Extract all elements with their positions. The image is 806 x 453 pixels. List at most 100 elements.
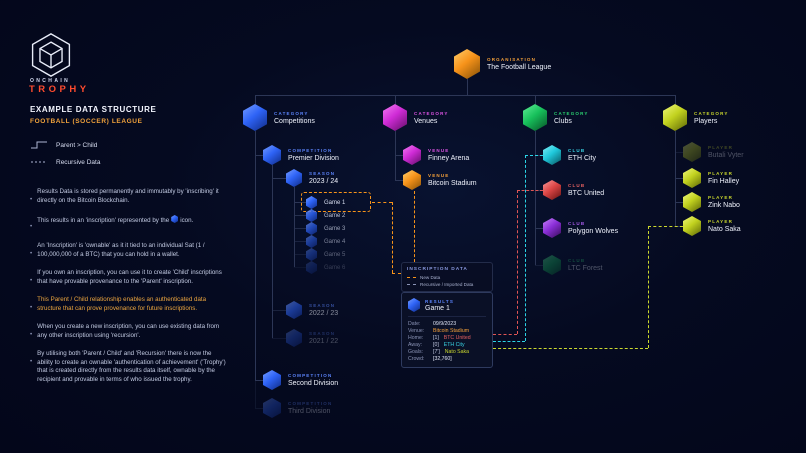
- bullet-text: An 'Inscription' is 'ownable' as it it t…: [37, 242, 205, 258]
- inscription-hexagon-icon: [306, 209, 317, 222]
- inscription-hexagon-icon: [243, 104, 267, 131]
- list-item: This results in an 'inscription' represe…: [30, 215, 228, 233]
- node-tag: CLUB: [568, 258, 586, 263]
- tree-line: [294, 254, 306, 255]
- recursive-line-goalscorer: [493, 348, 648, 349]
- node-tag: PLAYER: [708, 219, 734, 224]
- node-tag: SEASON: [309, 303, 336, 308]
- inscription-hexagon-icon: [683, 216, 701, 236]
- inscription-hexagon-icon: [383, 104, 407, 131]
- inscription-hexagon-icon: [306, 222, 317, 235]
- results-card-header: RESULTS Game 1: [408, 298, 486, 312]
- node-category-clubs: CATEGORY Clubs: [523, 104, 589, 131]
- node-tag: COMPETITION: [288, 373, 333, 378]
- tree-line: [675, 152, 683, 153]
- notes-list: Results Data is stored permanently and i…: [30, 188, 228, 384]
- tree-line: [255, 408, 263, 409]
- node-name: Bitcoin Stadium: [428, 180, 477, 187]
- node-second-division: COMPETITION Second Division: [263, 370, 338, 390]
- recursive-line-game1: [392, 202, 393, 273]
- node-tag: COMPETITION: [288, 401, 333, 406]
- recursive-line-venue: [414, 191, 415, 262]
- onchain-trophy-logo: [31, 33, 71, 77]
- node-game-3: Game 3: [306, 222, 345, 235]
- legend-label: Recursive / Imported Data: [420, 282, 474, 287]
- node-name: Zink Nabo: [708, 202, 740, 209]
- inscription-hexagon-icon: [683, 168, 701, 188]
- inscription-hexagon-icon: [286, 329, 302, 347]
- page-subtitle: FOOTBALL (SOCCER) LEAGUE: [30, 118, 143, 125]
- tree-line: [467, 79, 468, 95]
- inscription-hexagon-icon: [543, 218, 561, 238]
- node-season-2022-23: SEASON 2022 / 23: [286, 301, 338, 319]
- game1-highlight-box: [301, 192, 371, 212]
- inscription-hexagon-icon: [543, 145, 561, 165]
- result-row-home: Home: [1] BTC United: [408, 334, 486, 341]
- row-value: Bitcoin Stadium: [433, 327, 470, 334]
- bullet-dot: [30, 350, 32, 384]
- tree-line: [255, 95, 675, 96]
- inscription-hexagon-icon: [286, 301, 302, 319]
- inscription-hexagon-icon: [403, 170, 421, 190]
- legend-parent-child-label: Parent > Child: [56, 141, 98, 149]
- bullet-dot: [30, 269, 32, 287]
- inscription-hexagon-icon: [663, 104, 687, 131]
- bullet-text: If you own an inscription, you can use i…: [37, 269, 222, 285]
- tree-line: [255, 380, 263, 381]
- inscription-hexagon-icon: [263, 145, 281, 165]
- node-name: The Football League: [487, 64, 552, 71]
- results-card: RESULTS Game 1 Date: 09/9/2023 Venue: Bi…: [401, 292, 493, 368]
- tree-line: [255, 155, 263, 156]
- tree-line: [272, 165, 273, 338]
- tree-line: [535, 265, 543, 266]
- node-tag: CATEGORY: [554, 110, 589, 116]
- tree-line: [395, 180, 403, 181]
- node-butali-vyter: PLAYER Butali Vyter: [683, 142, 744, 162]
- node-name: BTC United: [568, 190, 605, 197]
- inscription-hexagon-icon: [543, 180, 561, 200]
- recursive-line-home-club: [517, 190, 518, 334]
- inscription-hexagon-icon: [523, 104, 547, 131]
- result-row-venue: Venue: Bitcoin Stadium: [408, 327, 486, 334]
- inscription-data-panel: INSCRIPTION DATA New Data Recursive / Im…: [401, 262, 493, 292]
- node-name: ETH City: [568, 155, 596, 162]
- node-season-2023-24: SEASON 2023 / 24: [286, 169, 338, 187]
- node-name: 2021 / 22: [309, 338, 339, 345]
- recursive-line-goalscorer: [648, 226, 649, 348]
- inscription-hexagon-icon: [403, 145, 421, 165]
- node-game-5: Game 5: [306, 248, 345, 261]
- bullet-text-before-icon: This results in an 'inscription' represe…: [37, 217, 170, 224]
- inscription-hexagon-icon: [306, 235, 317, 248]
- recursive-line-game1: [372, 202, 392, 203]
- legend-label: New Data: [420, 275, 441, 280]
- tree-line: [272, 310, 286, 311]
- list-item: When you create a new inscription, you c…: [30, 323, 228, 341]
- row-value: [32,760]: [433, 355, 452, 362]
- legend: Parent > Child Recursive Data: [30, 140, 100, 174]
- node-tag: CATEGORY: [694, 110, 729, 116]
- bullet-dot: [30, 242, 32, 260]
- inscription-hexagon-icon: [306, 196, 317, 209]
- inscription-hexagon-icon: [683, 142, 701, 162]
- tree-line: [294, 228, 306, 229]
- tree-line: [272, 178, 286, 179]
- legend-recursive: Recursive Data: [30, 157, 100, 167]
- results-rows: Date: 09/9/2023 Venue: Bitcoin Stadium H…: [408, 316, 486, 362]
- results-tag: RESULTS: [425, 298, 455, 304]
- tree-line: [675, 178, 683, 179]
- result-row-goals: Goals: [7'] Nato Saka: [408, 348, 486, 355]
- tree-line: [675, 202, 683, 203]
- bullet-dot: [30, 296, 32, 314]
- inscription-legend-new: New Data: [407, 275, 487, 280]
- brand-onchain: ONCHAIN: [30, 78, 71, 84]
- node-name: Premier Division: [288, 155, 339, 162]
- bullet-dot: [30, 215, 32, 233]
- tree-line: [395, 95, 396, 104]
- tree-line: [255, 380, 256, 408]
- node-name: Finney Arena: [428, 155, 470, 162]
- tree-line: [535, 95, 536, 104]
- row-value: 09/9/2023: [433, 320, 457, 327]
- node-ltc-forest: CLUB LTC Forest: [543, 255, 603, 275]
- node-name: Game 1: [324, 199, 346, 206]
